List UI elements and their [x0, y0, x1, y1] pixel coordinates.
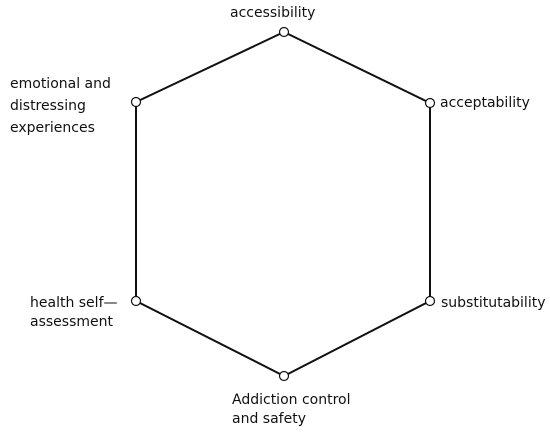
label-addiction-control-line-1: Addiction control [232, 392, 351, 408]
label-health-self-assessment-line-1: health self— [30, 295, 118, 311]
hexagon-outline [135, 30, 431, 378]
label-emotional-experiences-line-3: experiences [10, 120, 95, 136]
vertex-marker-addiction-control [278, 370, 290, 382]
vertex-marker-acceptability [424, 97, 436, 109]
label-acceptability: acceptability [440, 95, 530, 111]
label-addiction-control-line-2: and safety [232, 411, 306, 427]
label-emotional-experiences: emotional and distressing experiences [10, 73, 111, 139]
label-accessibility-line-1: accessibility [230, 5, 316, 21]
label-addiction-control: Addiction control and safety [232, 391, 351, 429]
label-health-self-assessment-line-2: assessment [30, 314, 113, 330]
label-substitutability: substitutability [441, 295, 546, 311]
vertex-marker-health-self-assessment [130, 295, 142, 307]
vertex-marker-substitutability [424, 295, 436, 307]
vertex-marker-emotional-experiences [130, 96, 142, 108]
label-emotional-experiences-line-2: distressing [10, 98, 86, 114]
label-acceptability-line-1: acceptability [440, 95, 530, 111]
label-health-self-assessment: health self— assessment [30, 294, 118, 332]
label-accessibility: accessibility [230, 5, 315, 21]
label-substitutability-line-1: substitutability [441, 295, 546, 311]
label-emotional-experiences-line-1: emotional and [10, 76, 111, 92]
vertex-marker-accessibility [278, 26, 290, 38]
